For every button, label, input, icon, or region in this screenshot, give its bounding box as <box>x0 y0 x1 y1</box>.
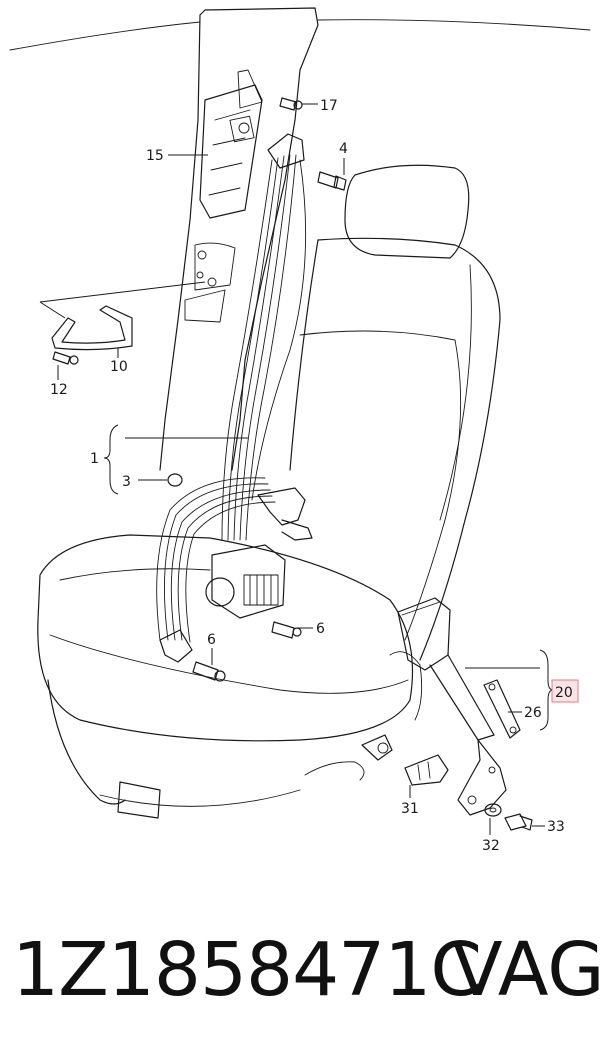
latch-tongue <box>257 487 306 526</box>
pillar-hole-2 <box>207 277 217 287</box>
seat-cushion-side <box>47 679 126 805</box>
callout-10: 10 <box>110 359 128 375</box>
bracket-26-hole-2 <box>509 726 517 734</box>
rail-cable-holder-cap <box>377 742 389 754</box>
bolt-6-lap <box>192 661 226 682</box>
brand-name: VAG <box>452 927 600 1013</box>
callout-32: 32 <box>482 838 500 854</box>
part-number: 1Z1858471C <box>12 927 482 1013</box>
trim-strip-10 <box>51 305 133 351</box>
footer: 1Z1858471C VAG <box>0 915 600 1025</box>
b-pillar <box>199 7 319 471</box>
seat-cushion-bottom <box>99 789 301 807</box>
seat-backrest-left <box>289 239 319 471</box>
seat-rail <box>304 761 365 781</box>
callout-26: 26 <box>524 705 542 721</box>
bolt-4 <box>317 171 347 191</box>
washer-32 <box>484 803 502 817</box>
bracket-1 <box>103 424 119 495</box>
latch-tongue-blade <box>281 519 313 541</box>
height-adjuster-top <box>237 69 263 109</box>
callout-17: 17 <box>320 98 338 114</box>
seat-cushion <box>37 534 414 742</box>
bracket-26 <box>483 679 521 739</box>
seat-backrest <box>317 237 501 661</box>
pillar-hole-3 <box>196 271 204 279</box>
callout-20: 20 <box>555 685 573 701</box>
seat-backrest-seam <box>299 330 462 641</box>
b-pillar-left-edge <box>159 14 201 471</box>
callout-33: 33 <box>547 819 565 835</box>
bolt-33 <box>504 813 533 831</box>
pillar-to-trim-line <box>39 281 206 319</box>
callout-6-lap: 6 <box>207 632 216 648</box>
pillar-hole-1 <box>197 250 207 260</box>
callout-1: 1 <box>90 451 99 467</box>
clip-31 <box>404 754 449 786</box>
screw-12 <box>52 351 79 365</box>
callout-4: 4 <box>339 141 348 157</box>
bolt-17 <box>279 97 303 111</box>
roof-line <box>9 21 201 51</box>
seat-backrest-seam-2 <box>439 264 472 521</box>
callout-6-retractor: 6 <box>316 621 325 637</box>
bracket-20 <box>539 649 554 731</box>
roof-line-right <box>317 19 591 31</box>
seat-belt-buckle <box>397 597 507 816</box>
b-pillar-panel <box>184 289 226 323</box>
cap-3 <box>167 473 183 487</box>
callout-3: 3 <box>122 474 131 490</box>
seat-belt-exploded-diagram: 17 15 4 12 10 1 3 6 6 20 26 31 32 33 <box>9 7 591 854</box>
belt-webbing-lap <box>156 477 276 643</box>
seat-cushion-seam <box>49 634 409 694</box>
b-pillar-inner <box>194 242 236 291</box>
seat-rail-base <box>389 651 423 721</box>
headrest <box>344 164 470 259</box>
height-adjuster-detail <box>208 109 251 196</box>
rail-cable-holder <box>361 734 393 761</box>
callout-20-highlight <box>551 679 579 703</box>
belt-retractor <box>205 544 286 619</box>
seat-pad-bottom <box>117 781 161 819</box>
callout-12: 12 <box>50 382 68 398</box>
upper-belt-guide <box>267 133 305 169</box>
callout-31: 31 <box>401 801 419 817</box>
callout-15: 15 <box>146 148 164 164</box>
lap-anchor-plate <box>159 629 193 663</box>
height-adjuster-slide <box>229 115 255 143</box>
bracket-26-hole-1 <box>488 683 496 691</box>
seat-cushion-front <box>59 568 211 581</box>
height-adjuster-bolt <box>238 122 250 134</box>
bolt-6-retractor <box>271 621 302 639</box>
